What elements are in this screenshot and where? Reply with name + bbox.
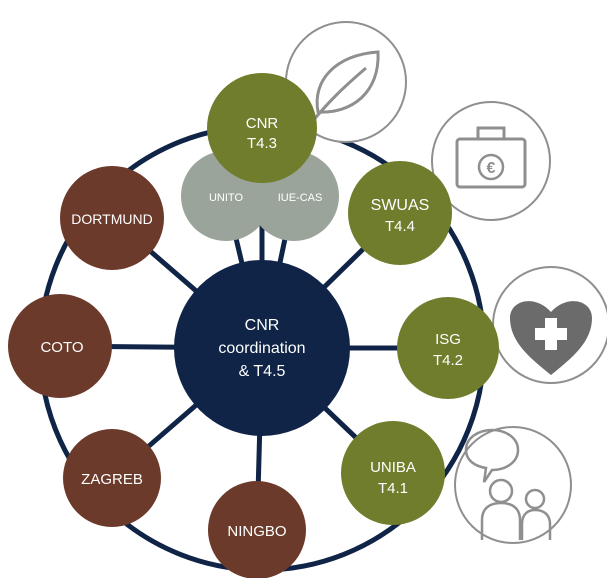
node-dortmund-label: DORTMUND: [71, 211, 152, 227]
people-chat-icon: [454, 426, 572, 544]
node-ningbo-label: NINGBO: [227, 523, 286, 540]
node-zagreb-label: ZAGREB: [81, 471, 143, 488]
heart-cross-icon: [492, 266, 607, 384]
node-dortmund: DORTMUND: [60, 166, 164, 270]
node-cnr-line2: T4.3: [247, 135, 277, 152]
node-uniba-line2: T4.1: [378, 480, 408, 497]
node-swuas-line1: SWUAS: [371, 197, 430, 214]
node-zagreb: ZAGREB: [63, 429, 161, 527]
node-isg-line2: T4.2: [433, 352, 463, 369]
node-center: CNR coordination & T4.5: [174, 260, 350, 436]
center-line1: CNR: [245, 317, 280, 334]
center-line3: & T4.5: [239, 363, 286, 380]
node-ningbo: NINGBO: [208, 481, 306, 578]
node-unito-label: UNITO: [209, 192, 243, 204]
node-iue-cas-label: IUE-CAS: [278, 192, 323, 204]
node-swuas-line2: T4.4: [385, 218, 415, 235]
node-uniba: UNIBA T4.1: [341, 421, 445, 525]
node-swuas: SWUAS T4.4: [348, 161, 452, 265]
node-isg: ISG T4.2: [397, 297, 499, 399]
center-line2: coordination: [218, 340, 305, 357]
node-cnr: CNR T4.3: [207, 73, 317, 183]
node-isg-line1: ISG: [435, 331, 461, 348]
node-cnr-line1: CNR: [246, 115, 279, 132]
node-coto: COTO: [8, 294, 112, 398]
node-uniba-line1: UNIBA: [370, 459, 416, 476]
node-coto-label: COTO: [40, 339, 83, 356]
svg-text:€: €: [487, 160, 496, 177]
euro-case-icon: €: [431, 101, 551, 221]
